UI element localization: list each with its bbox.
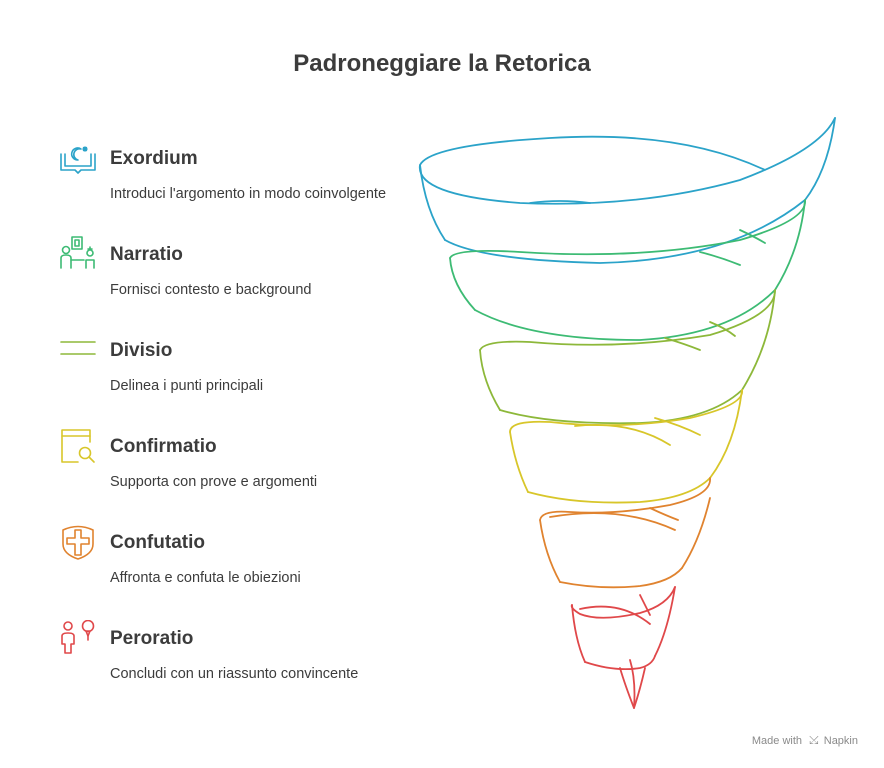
- step-desc-confutatio: Affronta e confuta le obiezioni: [110, 570, 301, 586]
- step-narratio: Narratio Fornisci contesto e background: [58, 236, 438, 316]
- funnel-band-exordium: [419, 117, 836, 264]
- funnel-band-narratio: [449, 199, 806, 341]
- watermark-brand: Napkin: [823, 735, 858, 747]
- funnel-band-divisio: [479, 289, 776, 425]
- watermark-prefix: Made with: [751, 735, 803, 747]
- step-exordium: Exordium Introduci l'argomento in modo c…: [58, 140, 438, 220]
- speaker-audience-icon: [61, 620, 95, 654]
- page-title: Padroneggiare la Retorica: [293, 50, 591, 77]
- step-name-divisio: Divisio: [110, 340, 173, 361]
- step-desc-divisio: Delinea i punti principali: [110, 378, 264, 394]
- document-search-icon: [61, 429, 95, 463]
- napkin-watermark[interactable]: Made with ⤩ Napkin: [752, 733, 858, 748]
- step-name-peroratio: Peroratio: [110, 628, 194, 649]
- shield-cross-icon: [62, 525, 94, 560]
- step-name-confutatio: Confutatio: [110, 532, 205, 553]
- storyteller-icon: [60, 236, 95, 269]
- step-confirmatio: Confirmatio Supporta con prove e argomen…: [58, 428, 438, 508]
- step-divisio: Divisio Delinea i punti principali: [58, 332, 438, 412]
- funnel-band-peroratio: [570, 586, 676, 709]
- step-name-narratio: Narratio: [110, 244, 183, 265]
- step-name-exordium: Exordium: [110, 148, 198, 169]
- step-peroratio: Peroratio Concludi con un riassunto conv…: [58, 620, 438, 700]
- step-name-confirmatio: Confirmatio: [110, 436, 217, 457]
- funnel-band-confutatio: [539, 477, 711, 589]
- step-confutatio: Confutatio Affronta e confuta le obiezio…: [58, 524, 438, 604]
- step-desc-exordium: Introduci l'argomento in modo coinvolgen…: [110, 186, 387, 202]
- divider-lines-icon: [60, 341, 96, 355]
- book-idea-icon: [60, 146, 96, 174]
- funnel-band-confirmatio: [509, 389, 743, 504]
- spiral-funnel: [419, 117, 836, 709]
- step-desc-peroratio: Concludi con un riassunto convincente: [110, 666, 359, 682]
- step-desc-confirmatio: Supporta con prove e argomenti: [110, 474, 318, 490]
- step-desc-narratio: Fornisci contesto e background: [110, 282, 312, 298]
- napkin-logo-icon: ⤩: [809, 733, 819, 747]
